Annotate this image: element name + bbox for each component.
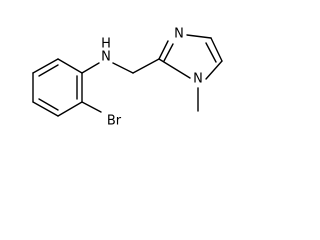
methylene-imidazole-bond xyxy=(132,58,160,74)
imidazole-bond-c2-n3 xyxy=(158,40,169,60)
amine-n-text: N xyxy=(101,50,111,65)
imidazole-bond-c4-c5 xyxy=(210,37,223,62)
imidazole-bond-n3-c4 xyxy=(186,34,212,39)
benzene-bond-6 xyxy=(32,58,59,74)
benzene-double-bond-2 xyxy=(38,98,59,111)
chemical-structure-diagram: N H Br N N xyxy=(32,27,223,129)
amine-methylene-bond xyxy=(112,62,134,74)
bromine-label: Br xyxy=(107,114,122,129)
imidazole-bond-c5-n1 xyxy=(205,60,223,80)
imidazole-double-bond-c2-n3 xyxy=(163,43,174,62)
benzene-bond-3 xyxy=(57,101,83,117)
benzene-bond-1 xyxy=(57,58,83,74)
imidazole-n3-label: N xyxy=(174,27,184,42)
imidazole-double-bond-c4-c5 xyxy=(205,42,217,63)
benzene-double-bond-1 xyxy=(38,64,59,77)
aryl-bromine-bond xyxy=(81,101,102,113)
imidazole-n1-label: N xyxy=(193,72,203,87)
imidazole-bond-n1-c2 xyxy=(158,58,191,79)
benzene-bond-4 xyxy=(32,101,59,117)
aryl-amine-bond xyxy=(81,62,100,74)
amine-nh-label: N H xyxy=(101,37,111,65)
amine-h-text: H xyxy=(101,37,111,52)
